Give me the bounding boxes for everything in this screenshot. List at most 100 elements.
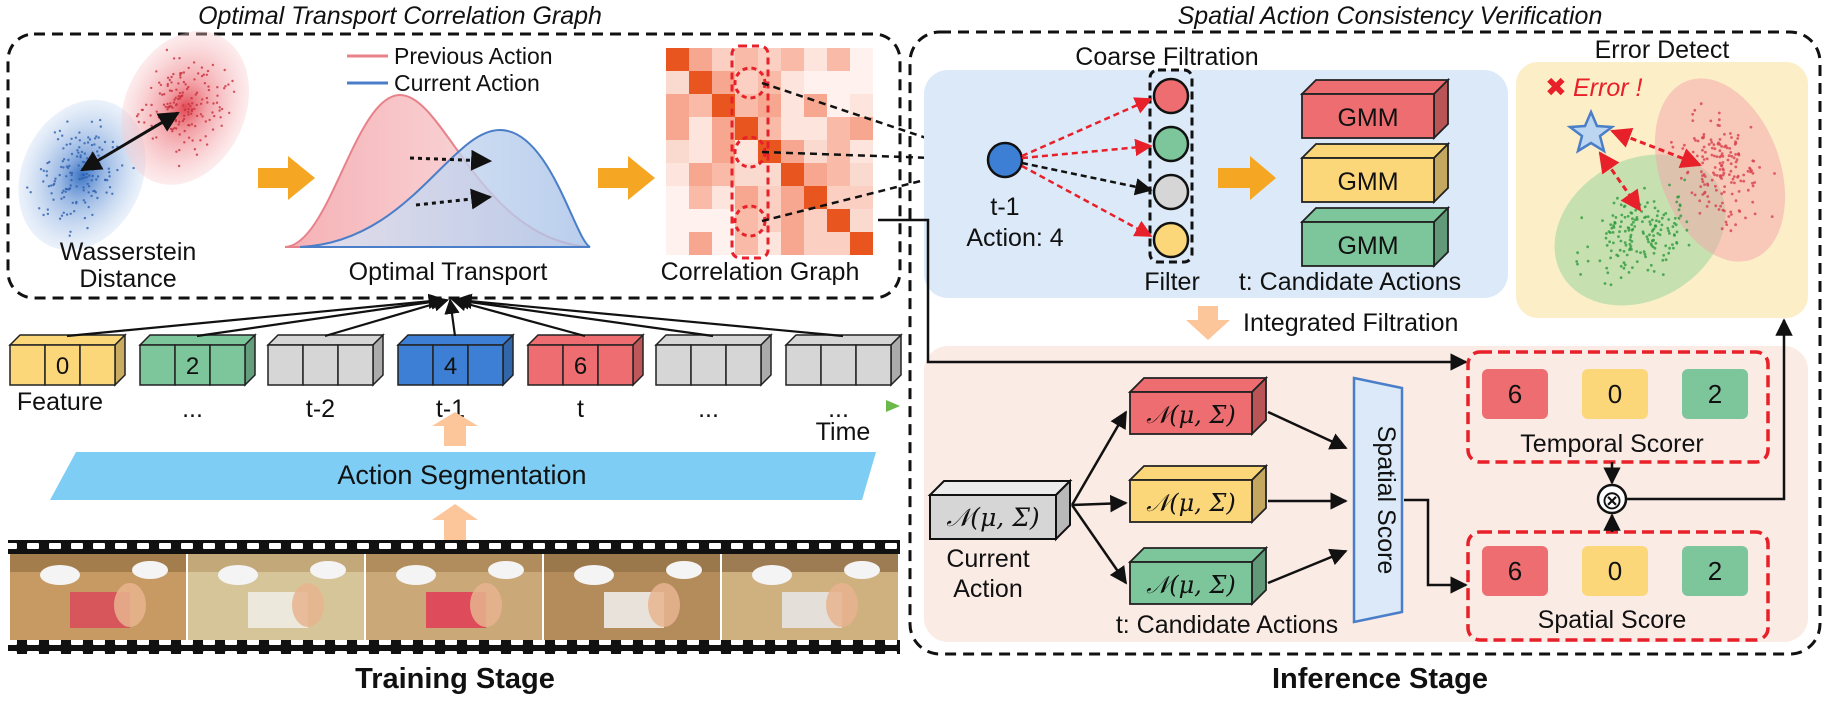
scatter-dot <box>232 90 236 94</box>
scatter-dot <box>1692 137 1696 140</box>
scatter-dot <box>220 107 224 111</box>
scatter-dot <box>87 191 90 194</box>
scatter-dot <box>1713 154 1716 158</box>
scatter-dot <box>1721 154 1725 158</box>
feature-cell <box>302 344 339 386</box>
scatter-dot <box>174 118 178 122</box>
scatter-dot <box>203 82 207 85</box>
fan-arrow <box>324 296 449 338</box>
heatmap-cell <box>850 232 873 255</box>
feature-to-graph-arrows <box>66 293 844 338</box>
scatter-dot <box>194 124 197 128</box>
scatter-dot <box>179 72 182 75</box>
scatter-dot <box>99 118 102 122</box>
frame-plate <box>844 561 880 579</box>
scatter-dot <box>190 123 194 126</box>
scatter-dot <box>50 184 53 187</box>
scatter-dot <box>83 216 87 220</box>
scatter-dot <box>1702 135 1705 139</box>
scatter-dot <box>1724 220 1728 224</box>
scatter-dot <box>1699 185 1703 189</box>
scatter-dot <box>69 230 72 233</box>
scatter-dot <box>1640 210 1644 213</box>
verification-panel-border <box>908 30 1822 656</box>
scatter-dot <box>1727 154 1731 158</box>
node-to-red-arrow <box>1021 97 1153 158</box>
scatter-dot <box>166 82 169 86</box>
heatmap-cell <box>666 94 689 117</box>
scatter-dot <box>1704 150 1707 154</box>
spatial-score-vertical-label: Spatial Score <box>1372 426 1400 575</box>
heatmap-cell <box>666 117 689 140</box>
error-detect-scatter <box>1575 102 1776 287</box>
scatter-dot <box>172 101 176 104</box>
candidate-green-to-score-arrow <box>1267 548 1348 585</box>
scatter-dot <box>1707 200 1711 204</box>
scatter-dot <box>1675 241 1679 245</box>
scatter-dot <box>1586 245 1590 249</box>
scatter-dot <box>1693 108 1697 112</box>
scatter-dot <box>157 116 161 119</box>
scatter-dot <box>1720 227 1724 231</box>
spatial-score-box <box>1466 530 1770 642</box>
score-chip-1 <box>1582 546 1648 596</box>
spatial-score-label: Spatial Score <box>1538 606 1687 634</box>
spatial-score-module <box>1352 376 1404 624</box>
scatter-dot <box>86 226 89 230</box>
scatter-dot <box>200 66 204 69</box>
scatter-dot <box>1751 200 1755 204</box>
scatter-dot <box>1758 166 1761 169</box>
scatter-dot <box>64 190 68 193</box>
scatter-dot <box>1630 228 1634 232</box>
scatter-dot <box>1643 205 1647 209</box>
scatter-dot <box>159 83 163 87</box>
scatter-dot <box>1605 244 1609 247</box>
feature-block-label: t <box>577 395 584 423</box>
scatter-dot <box>1701 180 1705 184</box>
scatter-dot <box>1713 147 1717 151</box>
scatter-dot <box>170 81 173 84</box>
scatter-dot <box>1722 168 1725 172</box>
scatter-dot <box>67 188 70 191</box>
scatter-dot <box>1619 264 1623 268</box>
candidate-box-front <box>1129 391 1253 435</box>
coarse-candidate-actions-label: t: Candidate Actions <box>1239 268 1461 296</box>
scatter-dot <box>62 166 65 169</box>
scatter-dot <box>1683 162 1686 166</box>
scatter-dot <box>101 148 104 151</box>
scatter-dot <box>1648 233 1651 237</box>
scatter-dot <box>1695 154 1699 158</box>
scatter-dot <box>80 150 84 154</box>
scatter-dot <box>53 131 57 134</box>
scatter-dot <box>1620 220 1623 224</box>
scatter-dot <box>85 172 89 176</box>
scatter-dot <box>69 184 72 187</box>
feature-block-6: ... <box>784 333 903 423</box>
scatter-dot <box>96 150 99 153</box>
scatter-dot <box>197 72 200 75</box>
current-to-candidate-yellow-arrow <box>1071 494 1128 513</box>
scatter-dot <box>187 102 190 106</box>
scatter-dot <box>1575 260 1579 263</box>
scatter-dot <box>97 154 100 157</box>
scatter-dot <box>1635 216 1639 219</box>
scatter-dot <box>1630 223 1634 227</box>
scatter-dot <box>1647 240 1650 244</box>
scatter-dot <box>188 124 191 127</box>
scatter-dot <box>1720 152 1724 156</box>
scatter-dot <box>62 189 65 192</box>
heatmap-cell <box>712 209 735 232</box>
heatmap-cell <box>712 232 735 255</box>
scatter-dot <box>108 175 111 178</box>
scatter-dot <box>220 124 223 128</box>
scatter-dot <box>1719 204 1722 208</box>
scatter-dot <box>1631 217 1634 221</box>
scatter-dot <box>1652 251 1656 255</box>
scatter-dot <box>1616 196 1619 200</box>
frame-hand <box>826 583 858 627</box>
heatmap-cell <box>758 94 781 117</box>
scatter-dot <box>1609 256 1612 260</box>
scatter-dot <box>150 86 153 90</box>
scatter-dot <box>172 57 176 60</box>
